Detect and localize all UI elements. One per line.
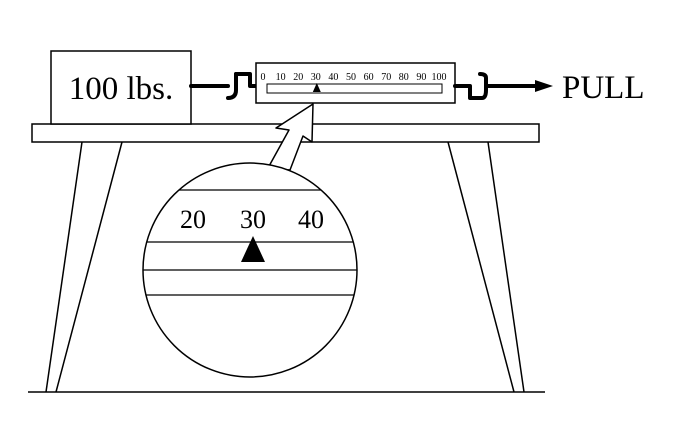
magnified-tick-labels: 20 30 40 [180, 205, 324, 234]
magnified-tick-label: 30 [240, 205, 266, 234]
scale-tick-label: 90 [416, 72, 426, 83]
table-leg-left [45, 141, 123, 393]
spring-scale-body [255, 62, 456, 104]
scale-tick-label: 100 [432, 72, 447, 83]
spring-scale-slot [266, 83, 443, 94]
scale-tick-label: 40 [328, 72, 338, 83]
scale-pointer [312, 83, 321, 92]
magnified-tick-label: 20 [180, 205, 206, 234]
scale-tick-label: 60 [364, 72, 374, 83]
scale-tick-label: 70 [381, 72, 391, 83]
table-leg-right [447, 141, 525, 393]
scale-tick-labels: 0 10 20 30 40 50 60 70 80 90 100 [261, 72, 447, 83]
pull-label: PULL [562, 70, 645, 106]
scale-tick-label: 0 [261, 72, 266, 83]
magnified-tick-label: 40 [298, 205, 324, 234]
magnifier-callout-arrow-icon [267, 103, 314, 171]
scale-tick-label: 50 [346, 72, 356, 83]
pull-arrow-icon [535, 80, 553, 92]
scale-tick-label: 80 [399, 72, 409, 83]
weight-label: 100 lbs. [69, 71, 174, 107]
scale-tick-label: 20 [293, 72, 303, 83]
right-hook [453, 72, 537, 100]
weight-block [50, 50, 192, 125]
scale-tick-label: 10 [276, 72, 286, 83]
magnified-pointer [241, 236, 265, 262]
scale-tick-label: 30 [311, 72, 321, 83]
left-hook [189, 72, 260, 100]
